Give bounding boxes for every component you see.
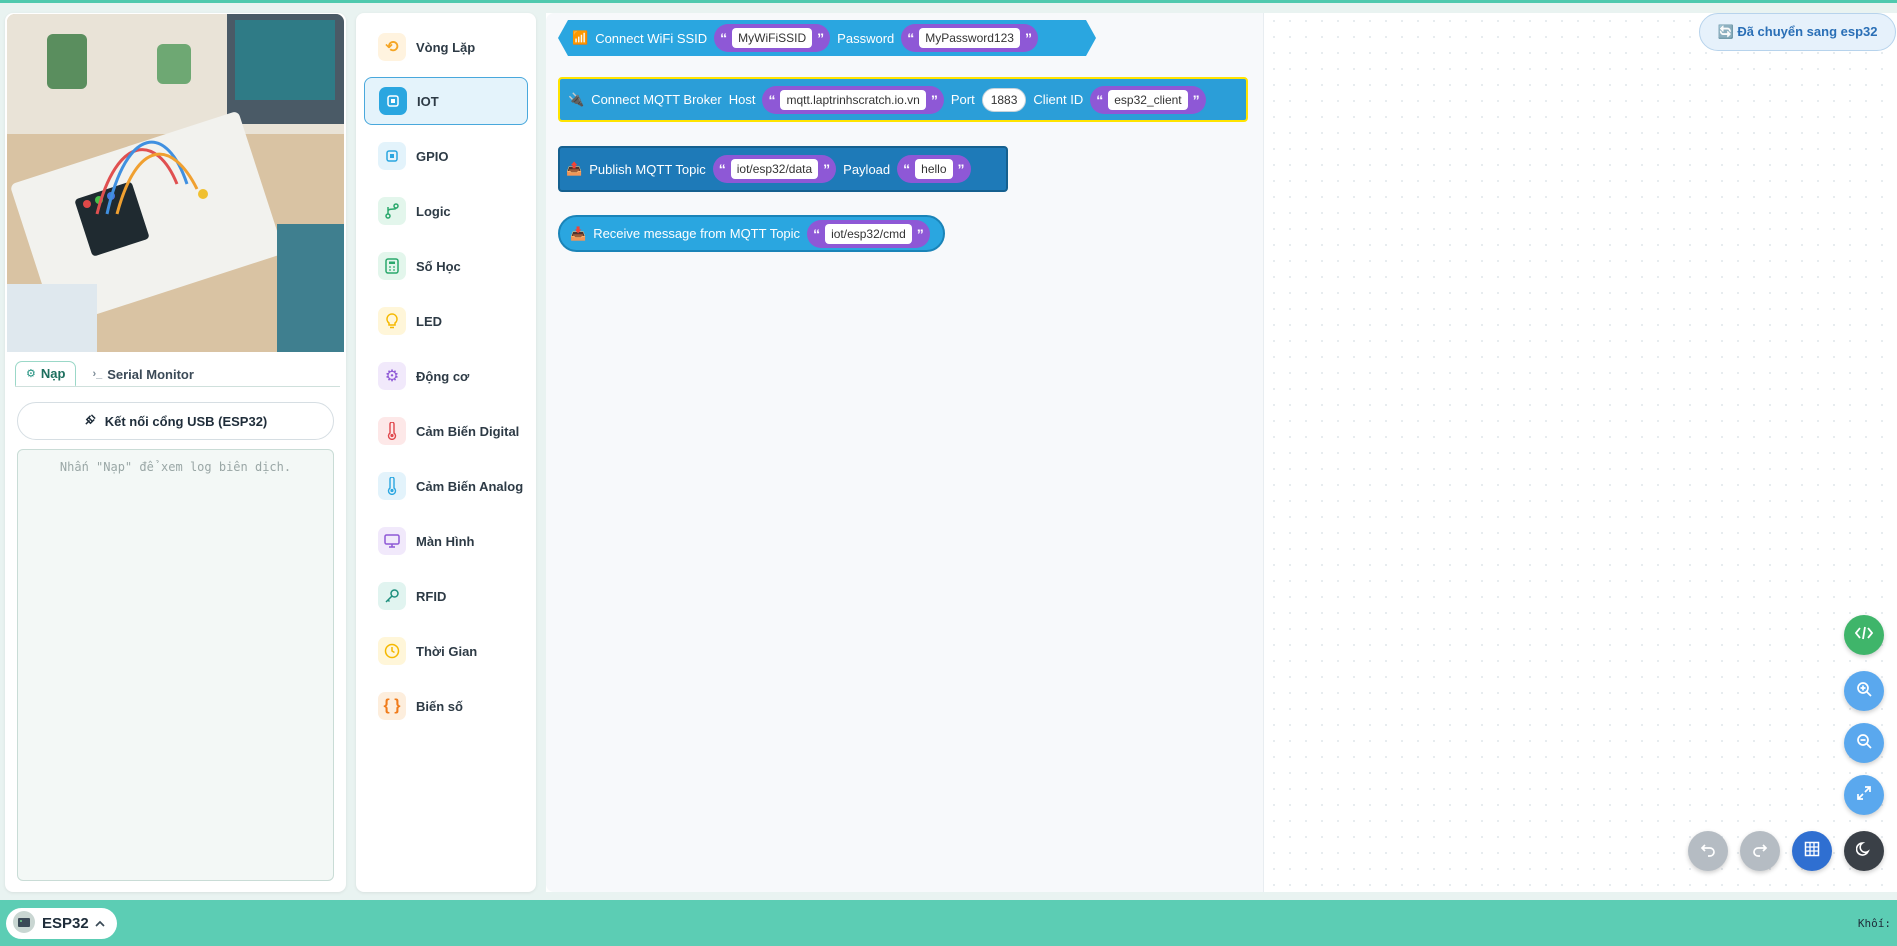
category-cam-bien-digital[interactable]: Cảm Biến Digital bbox=[364, 407, 528, 455]
chip-icon bbox=[378, 142, 406, 170]
fit-screen-button[interactable] bbox=[1844, 775, 1884, 815]
bulb-icon bbox=[378, 307, 406, 335]
top-accent-line bbox=[0, 0, 1897, 3]
branch-icon bbox=[378, 197, 406, 225]
outbox-icon: 📤 bbox=[566, 161, 583, 176]
connect-usb-button[interactable]: Kết nối cổng USB (ESP32) bbox=[17, 402, 334, 440]
upload-panel: ⚙ Nạp ›_ Serial Monitor Kết nối cổng USB… bbox=[5, 13, 346, 892]
undo-button[interactable] bbox=[1688, 831, 1728, 871]
toggle-grid-button[interactable] bbox=[1792, 831, 1832, 871]
zoom-in-icon bbox=[1856, 681, 1872, 702]
block-receive-mqtt[interactable]: 📥 Receive message from MQTT Topic “ iot/… bbox=[558, 215, 945, 252]
category-gpio[interactable]: GPIO bbox=[364, 132, 528, 180]
redo-button[interactable] bbox=[1740, 831, 1780, 871]
cog-icon: ⚙ bbox=[378, 362, 406, 390]
category-rfid[interactable]: RFID bbox=[364, 572, 528, 620]
tab-upload[interactable]: ⚙ Nạp bbox=[15, 361, 77, 387]
password-field[interactable]: MyPassword123 bbox=[919, 28, 1020, 48]
payload-string[interactable]: “ hello ” bbox=[897, 155, 971, 183]
block-connect-mqtt[interactable]: 🔌 Connect MQTT Broker Host “ mqtt.laptri… bbox=[558, 77, 1248, 122]
redo-icon bbox=[1752, 841, 1768, 862]
category-led[interactable]: LED bbox=[364, 297, 528, 345]
compile-log[interactable]: Nhấn "Nạp" để xem log biên dịch. bbox=[17, 449, 334, 881]
category-logic[interactable]: Logic bbox=[364, 187, 528, 235]
undo-icon bbox=[1700, 841, 1716, 862]
host-field[interactable]: mqtt.laptrinhscratch.io.vn bbox=[780, 89, 926, 110]
category-so-hoc[interactable]: Số Học bbox=[364, 242, 528, 290]
blockly-workspace[interactable]: 📶 Connect WiFi SSID “ MyWiFiSSID ” Passw… bbox=[546, 13, 1897, 892]
category-bien-so[interactable]: { } Biến số bbox=[364, 682, 528, 730]
moon-icon bbox=[1855, 841, 1872, 862]
terminal-icon: ›_ bbox=[92, 368, 103, 380]
block-publish-mqtt[interactable]: 📤 Publish MQTT Topic “ iot/esp32/data ” … bbox=[558, 146, 1008, 192]
client-id-field[interactable]: esp32_client bbox=[1108, 89, 1188, 110]
grid-icon bbox=[1804, 841, 1820, 862]
block-flyout: 📶 Connect WiFi SSID “ MyWiFiSSID ” Passw… bbox=[546, 13, 1264, 892]
host-string[interactable]: “ mqtt.laptrinhscratch.io.vn ” bbox=[762, 85, 944, 114]
calculator-icon bbox=[378, 252, 406, 280]
zoom-in-button[interactable] bbox=[1844, 671, 1884, 711]
block-count-label: Khối: bbox=[1857, 917, 1891, 930]
thermometer-icon bbox=[378, 417, 406, 445]
tab-divider bbox=[15, 386, 340, 387]
plug-icon: 🔌 bbox=[568, 91, 585, 107]
status-bar: ESP32 Khối: bbox=[0, 900, 1897, 946]
ssid-string[interactable]: “ MyWiFiSSID ” bbox=[714, 24, 830, 52]
zoom-out-icon bbox=[1856, 733, 1872, 754]
payload-field[interactable]: hello bbox=[915, 159, 953, 179]
board-switched-badge: 🔄 Đã chuyển sang esp32 bbox=[1699, 13, 1896, 51]
publish-topic-string[interactable]: “ iot/esp32/data ” bbox=[712, 155, 837, 183]
chip-icon bbox=[379, 87, 407, 115]
code-icon bbox=[1854, 626, 1874, 645]
wifi-icon: 📶 bbox=[572, 30, 589, 45]
port-field[interactable]: 1883 bbox=[981, 87, 1027, 112]
category-dong-co[interactable]: ⚙ Động cơ bbox=[364, 352, 528, 400]
clock-icon bbox=[378, 637, 406, 665]
publish-topic-field[interactable]: iot/esp32/data bbox=[730, 159, 819, 179]
show-code-button[interactable] bbox=[1844, 615, 1884, 655]
loop-icon: ⟲ bbox=[378, 33, 406, 61]
gear-icon: ⚙ bbox=[26, 368, 36, 380]
category-vong-lap[interactable]: ⟲ Vòng Lặp bbox=[364, 23, 528, 71]
zoom-out-button[interactable] bbox=[1844, 723, 1884, 763]
key-icon bbox=[378, 582, 406, 610]
plug-icon bbox=[84, 413, 97, 429]
board-selector[interactable]: ESP32 bbox=[6, 908, 117, 939]
category-cam-bien-analog[interactable]: Cảm Biến Analog bbox=[364, 462, 528, 510]
client-id-string[interactable]: “ esp32_client ” bbox=[1090, 85, 1206, 114]
tab-serial-monitor[interactable]: ›_ Serial Monitor bbox=[92, 366, 194, 382]
receive-topic-string[interactable]: “ iot/esp32/cmd ” bbox=[807, 219, 930, 248]
block-connect-wifi[interactable]: 📶 Connect WiFi SSID “ MyWiFiSSID ” Passw… bbox=[558, 20, 1096, 56]
block-category-sidebar: ⟲ Vòng Lặp IOT GPIO Logic Số Học LED ⚙ Đ… bbox=[356, 13, 536, 892]
category-thoi-gian[interactable]: Thời Gian bbox=[364, 627, 528, 675]
category-iot[interactable]: IOT bbox=[364, 77, 528, 125]
dark-mode-button[interactable] bbox=[1844, 831, 1884, 871]
receive-topic-field[interactable]: iot/esp32/cmd bbox=[825, 223, 912, 244]
board-avatar-icon bbox=[12, 910, 36, 938]
expand-icon bbox=[1856, 785, 1872, 806]
password-string[interactable]: “ MyPassword123 ” bbox=[901, 24, 1038, 52]
inbox-icon: 📥 bbox=[570, 225, 587, 241]
thermometer-icon bbox=[378, 472, 406, 500]
hero-illustration bbox=[7, 14, 344, 352]
monitor-icon bbox=[378, 527, 406, 555]
ssid-field[interactable]: MyWiFiSSID bbox=[732, 28, 812, 48]
braces-icon: { } bbox=[378, 692, 406, 720]
chevron-up-icon bbox=[95, 915, 105, 932]
category-man-hinh[interactable]: Màn Hình bbox=[364, 517, 528, 565]
